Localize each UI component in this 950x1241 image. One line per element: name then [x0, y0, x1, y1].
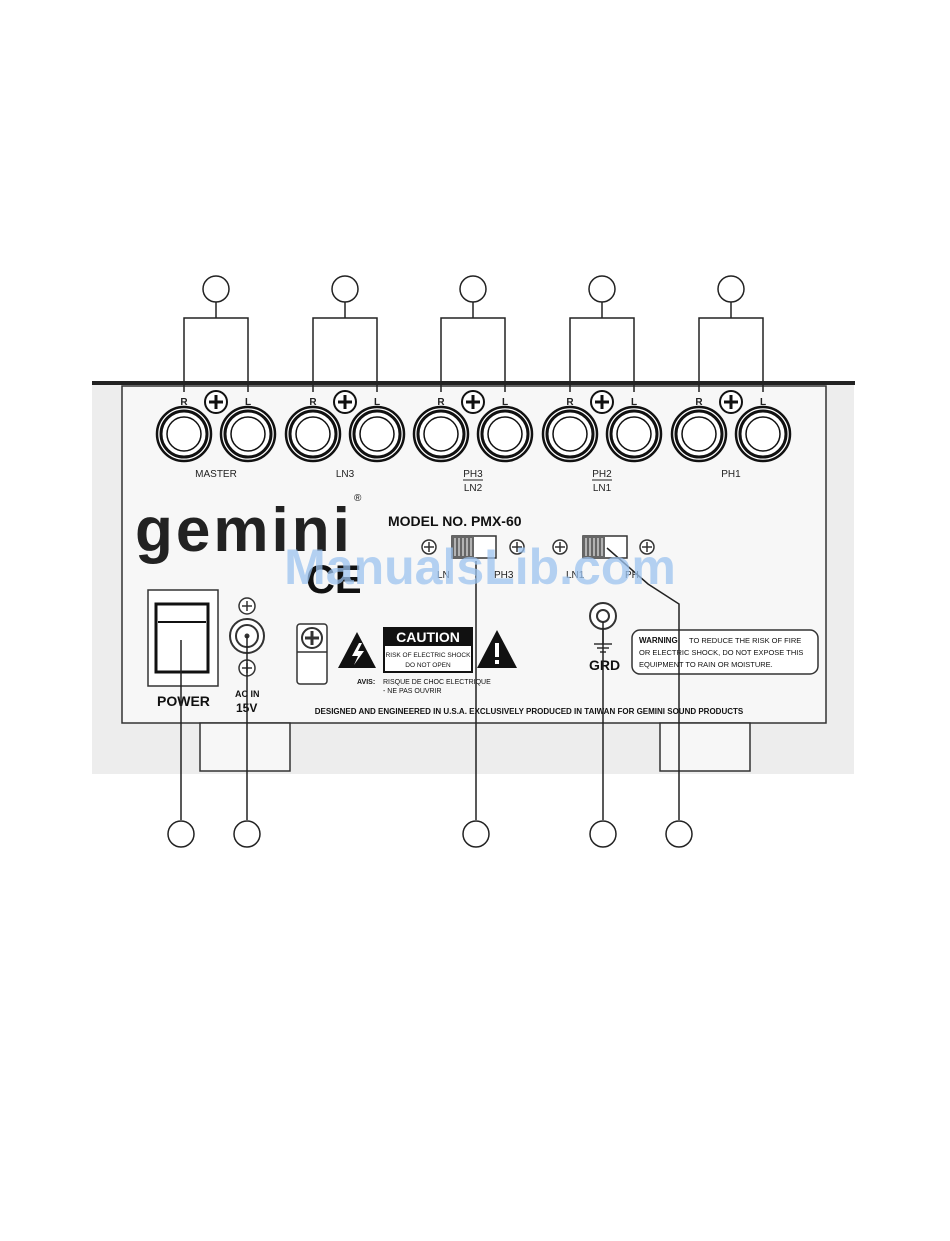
caution-line-2: DO NOT OPEN	[405, 662, 451, 669]
callout-bracket	[569, 317, 635, 392]
jack-pair-label: MASTER	[195, 469, 237, 480]
top-callouts	[183, 275, 764, 392]
jack-channel-label: L	[760, 397, 766, 408]
switch-1-left-label: LN	[437, 570, 450, 581]
jack-pair-sublabel: LN1	[593, 483, 612, 494]
power-switch[interactable]	[147, 589, 219, 687]
callout-marker-switch-1	[462, 820, 490, 848]
jack-channel-label: L	[245, 397, 251, 408]
callout-marker-jacks-3	[459, 275, 487, 303]
avis-label: AVIS:	[357, 679, 375, 686]
callout-marker-jacks-2	[331, 275, 359, 303]
jack-pair-label: PH1	[721, 469, 741, 480]
jack-pair-sublabel: LN2	[464, 483, 483, 494]
jack-pair-label: LN3	[336, 469, 355, 480]
rca-jack-left[interactable]	[348, 405, 406, 463]
switch-1-right-label: PH3	[494, 570, 514, 581]
jack-pair-label: PH2	[592, 469, 612, 480]
warning-box: WARNING: TO REDUCE THE RISK OF FIRE OR E…	[631, 629, 819, 675]
callout-marker-power	[167, 820, 195, 848]
input-switch-2[interactable]: LN1 PH	[552, 535, 655, 581]
jack-channel-label: L	[374, 397, 380, 408]
warning-label: WARNING:	[639, 636, 680, 645]
screw-icon	[333, 390, 357, 414]
screw-icon	[719, 390, 743, 414]
jack-channel-label: R	[309, 397, 317, 408]
screw-icon	[461, 390, 485, 414]
jack-channel-label: R	[695, 397, 703, 408]
rca-jack-left[interactable]	[476, 405, 534, 463]
callout-bracket	[183, 317, 249, 392]
callout-marker-jacks-5	[717, 275, 745, 303]
rca-jack-left[interactable]	[734, 405, 792, 463]
watermark: ManualsLib.com	[284, 539, 676, 595]
rca-jack-left[interactable]	[219, 405, 277, 463]
rca-jack-right[interactable]	[155, 405, 213, 463]
switch-2-right-label: PH	[625, 570, 639, 581]
rca-jack-right[interactable]	[541, 405, 599, 463]
callout-line-switch-2	[606, 547, 680, 820]
avis-line-2: - NE PAS OUVRIR	[383, 688, 442, 695]
left-foot	[199, 722, 291, 772]
model-number: MODEL NO. PMX-60	[388, 513, 522, 529]
jack-pair-label: PH3	[463, 469, 483, 480]
screw-icon	[204, 390, 228, 414]
bottom-callouts	[167, 547, 693, 848]
rca-jack-right[interactable]	[284, 405, 342, 463]
warning-line-1: TO REDUCE THE RISK OF FIRE	[689, 636, 801, 645]
callout-bracket	[440, 317, 506, 392]
callout-bracket	[698, 317, 764, 392]
avis-line-1: RISQUE DE CHOC ELECTRIQUE	[383, 679, 491, 686]
caution-title: CAUTION	[396, 629, 460, 645]
power-rocker	[154, 602, 210, 674]
screw-cross-icon	[424, 542, 434, 552]
callout-bracket	[312, 317, 378, 392]
rca-jack-left[interactable]	[605, 405, 663, 463]
jack-channel-label: R	[566, 397, 574, 408]
rca-jack-right[interactable]	[412, 405, 470, 463]
caution-label-group: CAUTION RISK OF ELECTRIC SHOCK DO NOT OP…	[338, 627, 517, 695]
right-foot	[659, 722, 751, 772]
callout-marker-jacks-4	[588, 275, 616, 303]
jack-channel-label: L	[631, 397, 637, 408]
registered-mark: ®	[354, 493, 362, 504]
callout-marker-ground	[589, 820, 617, 848]
switch-2-left-label: LN1	[566, 570, 585, 581]
jack-channel-label: L	[502, 397, 508, 408]
panel-footer-text: DESIGNED AND ENGINEERED IN U.S.A. EXCLUS…	[315, 707, 744, 716]
rca-jack-right[interactable]	[670, 405, 728, 463]
callout-marker-jacks-1	[202, 275, 230, 303]
jack-channel-label: R	[180, 397, 188, 408]
callout-marker-switch-2	[665, 820, 693, 848]
jack-channel-label: R	[437, 397, 445, 408]
ce-mark: CE	[306, 558, 362, 602]
power-label: POWER	[157, 693, 210, 709]
warning-line-2: OR ELECTRIC SHOCK, DO NOT EXPOSE THIS	[639, 648, 803, 657]
caution-line-1: RISK OF ELECTRIC SHOCK	[386, 652, 472, 659]
warning-line-3: EQUIPMENT TO RAIN OR MOISTURE.	[639, 660, 773, 669]
cable-clamp	[296, 623, 328, 685]
callout-marker-ac-in	[233, 820, 261, 848]
ground-label: GRD	[589, 657, 620, 673]
brand-logo: gemini	[135, 496, 353, 565]
input-switch-1[interactable]: LN PH3	[421, 535, 525, 581]
screw-icon	[590, 390, 614, 414]
